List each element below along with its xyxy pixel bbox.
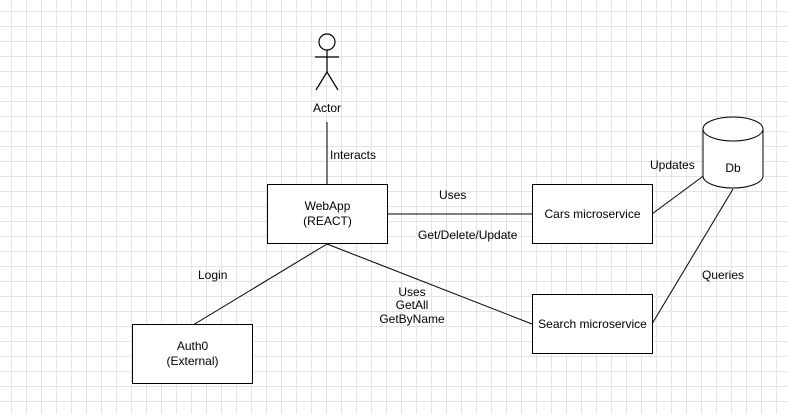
- uses-cars-label: Uses: [439, 188, 467, 202]
- webapp-subtitle: (REACT): [303, 214, 352, 228]
- edge-webapp-auth: [192, 243, 328, 326]
- db-label: Db: [725, 161, 741, 175]
- edge-search-db: [651, 188, 734, 325]
- search-microservice-label: Search microservice: [538, 316, 647, 331]
- webapp-title: WebApp: [304, 199, 351, 213]
- edge-webapp-search: [326, 243, 533, 325]
- webapp-node[interactable]: WebApp (REACT): [267, 184, 388, 244]
- cars-microservice-node[interactable]: Cars microservice: [532, 184, 653, 244]
- search-getbyname-label: GetByName: [379, 312, 445, 326]
- edge-cars-db: [651, 173, 707, 215]
- interacts-label: Interacts: [330, 148, 377, 162]
- login-label: Login: [198, 268, 228, 282]
- queries-label: Queries: [702, 268, 745, 282]
- search-microservice-node[interactable]: Search microservice: [532, 294, 653, 354]
- auth0-subtitle: (External): [166, 354, 219, 368]
- search-getall-label: GetAll: [395, 298, 429, 312]
- actor-figure: [315, 33, 339, 91]
- auth0-node[interactable]: Auth0 (External): [132, 324, 253, 384]
- search-uses-label: Uses: [398, 285, 426, 299]
- auth0-title: Auth0: [176, 339, 209, 353]
- actor-label: Actor: [312, 101, 341, 115]
- cars-operations-label: Get/Delete/Update: [418, 228, 518, 242]
- cars-microservice-label: Cars microservice: [544, 206, 641, 221]
- updates-label: Updates: [650, 158, 695, 172]
- db-cylinder: [702, 116, 764, 189]
